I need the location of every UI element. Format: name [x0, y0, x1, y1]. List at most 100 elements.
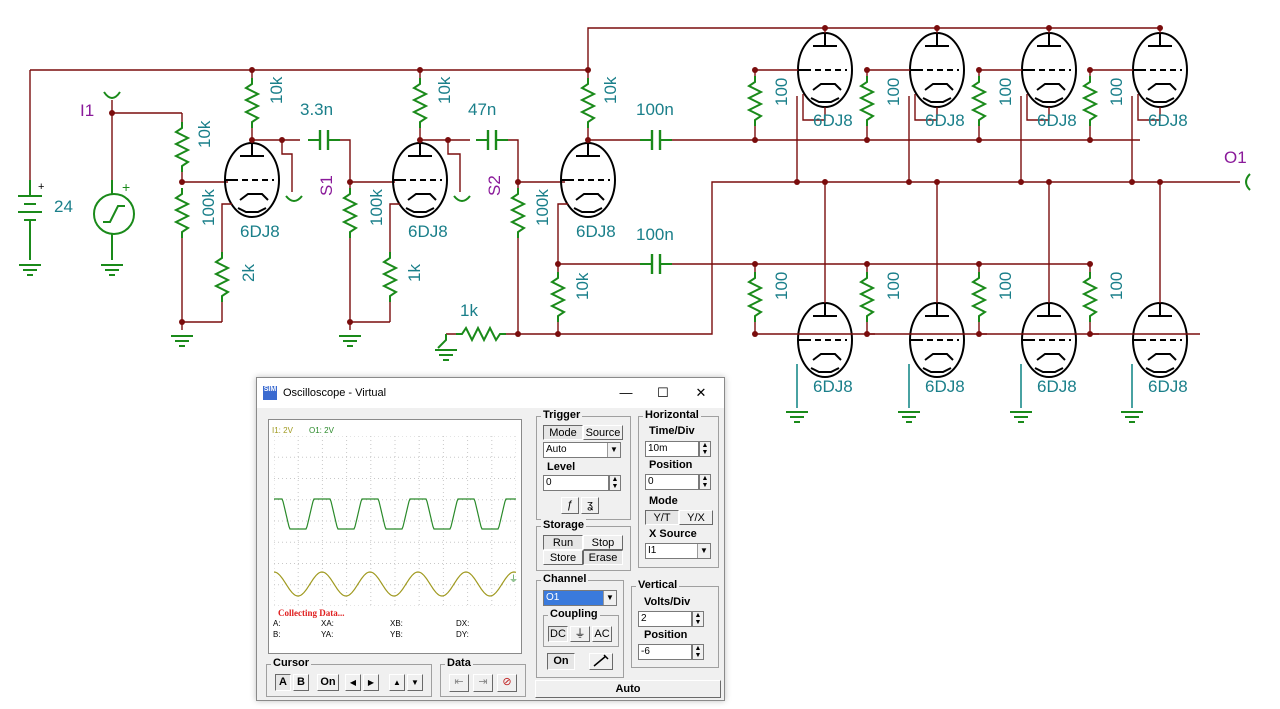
h-position-input[interactable]: 0	[645, 474, 699, 490]
scope-display[interactable]: I1: 2V O1: 2V ⏚ Collecting Data... A: B:…	[268, 419, 522, 654]
res-label: 100	[996, 272, 1015, 300]
trigger-mode-button[interactable]: Mode	[543, 425, 583, 440]
data-export-button[interactable]: ⇥	[473, 674, 493, 692]
run-button[interactable]: Run	[543, 535, 583, 550]
stop-button[interactable]: Stop	[583, 535, 623, 550]
svg-text:+: +	[38, 181, 44, 193]
tube-label: 6DJ8	[925, 111, 965, 130]
maximize-button[interactable]: ☐	[657, 385, 669, 400]
res-label: 100	[996, 78, 1015, 106]
v-position-spinner[interactable]: ▲▼	[692, 644, 704, 660]
res-label: 100	[884, 272, 903, 300]
tube-icon	[224, 142, 280, 218]
volts-div-label: Volts/Div	[644, 596, 691, 608]
chevron-down-icon: ▼	[603, 591, 616, 605]
res-label: 10k	[267, 76, 286, 104]
cap-label: 3.3n	[300, 100, 333, 119]
x-source-label: X Source	[649, 528, 697, 540]
cursor-group: Cursor A B On ◀ ▶ ▲ ▼	[266, 657, 432, 697]
tube-icon	[560, 142, 616, 218]
store-button[interactable]: Store	[543, 550, 583, 565]
data-import-button[interactable]: ⇤	[449, 674, 469, 692]
cap-label: 100n	[636, 225, 674, 244]
horizontal-group: Horizontal Time/Div 10m ▲▼ Position 0 ▲▼…	[638, 409, 719, 568]
data-clear-button[interactable]: ⊘	[497, 674, 517, 692]
res-label: 1k	[405, 264, 424, 282]
readout-a: A:	[273, 619, 281, 628]
readout-xa: XA:	[321, 619, 334, 628]
cursor-up-button[interactable]: ▲	[389, 674, 405, 691]
cursor-a-button[interactable]: A	[275, 674, 291, 691]
level-spinner[interactable]: ▲▼	[609, 475, 621, 491]
tube-icon	[797, 32, 853, 108]
volts-div-spinner[interactable]: ▲▼	[692, 611, 704, 627]
yx-mode-button[interactable]: Y/X	[679, 510, 713, 525]
tube-label: 6DJ8	[813, 377, 853, 396]
readout-yb: YB:	[390, 630, 403, 639]
clear-icon: ⊘	[502, 676, 512, 688]
probe-color-button[interactable]	[589, 653, 613, 670]
legend-o1: O1: 2V	[309, 426, 334, 435]
tube-icon	[1021, 32, 1077, 108]
svg-text:+: +	[122, 179, 130, 195]
cursor-right-button[interactable]: ▶	[363, 674, 379, 691]
export-icon: ⇥	[478, 676, 488, 688]
res-label: 2k	[239, 264, 258, 282]
res-label: 100	[1107, 78, 1126, 106]
chevron-down-icon: ▼	[607, 443, 620, 457]
trigger-source-button[interactable]: Source	[583, 425, 623, 440]
yt-mode-button[interactable]: Y/T	[645, 510, 679, 525]
time-div-spinner[interactable]: ▲▼	[699, 441, 711, 457]
x-source-select[interactable]: I1▼	[645, 543, 711, 559]
ac-button[interactable]: AC	[592, 626, 612, 642]
tube-icon	[392, 142, 448, 218]
close-button[interactable]: ✕	[695, 385, 707, 400]
tube-label: 6DJ8	[576, 222, 616, 241]
volts-div-input[interactable]: 2	[638, 611, 692, 627]
channel-title: Channel	[541, 573, 589, 585]
channel-on-button[interactable]: On	[547, 653, 575, 670]
horizontal-title: Horizontal	[643, 409, 701, 421]
falling-edge-button[interactable]: ʓ	[581, 497, 599, 514]
dc-button[interactable]: DC	[548, 626, 568, 642]
legend-i1: I1: 2V	[272, 426, 293, 435]
cursor-b-button[interactable]: B	[293, 674, 309, 691]
res-label: 10k	[435, 76, 454, 104]
res-label: 10k	[573, 272, 592, 300]
mode-label: Mode	[649, 495, 678, 507]
v-position-input[interactable]: -6	[638, 644, 692, 660]
trigger-mode-select[interactable]: Auto▼	[543, 442, 621, 458]
h-position-spinner[interactable]: ▲▼	[699, 474, 711, 490]
res-label: 100k	[367, 189, 386, 226]
h-position-label: Position	[649, 459, 693, 471]
status-text: Collecting Data...	[278, 608, 345, 618]
channel-select[interactable]: O1▼	[543, 590, 617, 606]
time-div-input[interactable]: 10m	[645, 441, 699, 457]
ground-marker-icon: ⏚	[509, 574, 519, 584]
coupling-title: Coupling	[548, 608, 600, 620]
cursor-down-button[interactable]: ▼	[407, 674, 423, 691]
oscilloscope-window[interactable]: SIM Oscilloscope - Virtual — ☐ ✕ I1: 2V …	[256, 377, 725, 701]
probe-icon	[593, 654, 609, 667]
level-input[interactable]: 0	[543, 475, 609, 491]
tube-label: 6DJ8	[1037, 377, 1077, 396]
minimize-button[interactable]: —	[619, 385, 633, 400]
auto-button[interactable]: Auto	[535, 680, 721, 698]
gnd-button[interactable]: ⏚	[570, 626, 590, 642]
scope-grid	[274, 436, 516, 606]
title-bar[interactable]: SIM Oscilloscope - Virtual — ☐ ✕	[257, 378, 724, 408]
tube-icon	[1132, 302, 1188, 378]
readout-ya: YA:	[321, 630, 334, 639]
tube-label: 6DJ8	[240, 222, 280, 241]
tube-icon	[1132, 32, 1188, 108]
readout-b: B:	[273, 630, 281, 639]
storage-group: Storage Run Stop Store Erase	[536, 519, 631, 571]
erase-button[interactable]: Erase	[583, 550, 623, 565]
rising-edge-button[interactable]: ƒ	[561, 497, 579, 514]
cursor-on-button[interactable]: On	[317, 674, 339, 691]
supply-value: 24	[54, 197, 73, 216]
res-label: 1k	[460, 301, 478, 320]
tube-icon	[1021, 302, 1077, 378]
cursor-left-button[interactable]: ◀	[345, 674, 361, 691]
